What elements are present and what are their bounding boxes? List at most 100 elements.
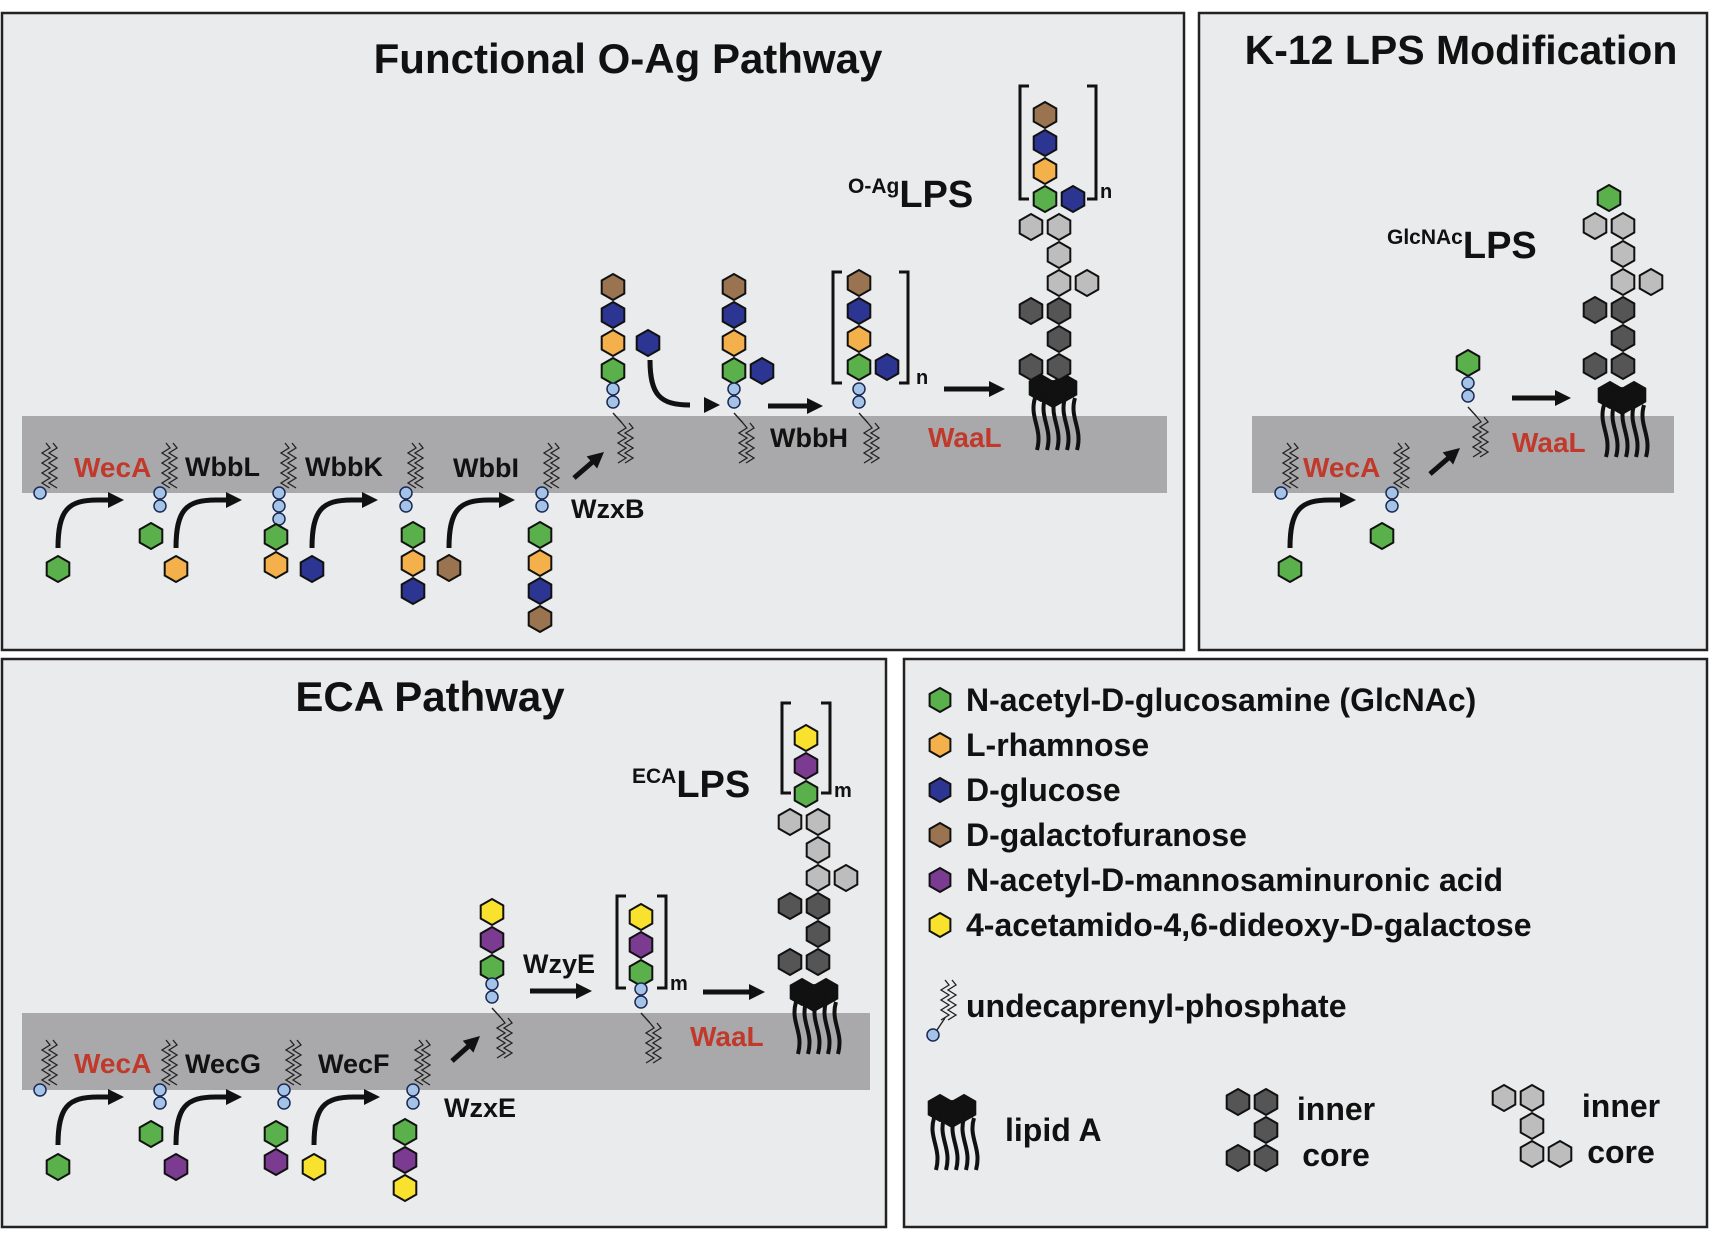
oag-intermediate-2-glcnac <box>263 522 289 552</box>
oag-intermediate-glcnac <box>138 521 164 551</box>
legend-inner-core-icon <box>1225 1143 1251 1173</box>
eca-core-inner-core <box>777 947 803 977</box>
oag-carrier-4-tail-a <box>406 442 418 489</box>
eca-flipped-mannac <box>479 925 505 955</box>
oag-lipid-a-tail <box>1051 397 1061 451</box>
eca-product-label: ECALPS <box>632 764 750 806</box>
oag-arrow-glucose <box>647 359 691 408</box>
oag-enzyme-waal: WaaL <box>928 422 1002 453</box>
oag-carrier-4-phosphate <box>399 499 413 513</box>
k12-final-glcnac <box>1596 183 1622 213</box>
eca-final-bracket-left <box>780 701 791 795</box>
oag-enzyme-weca: WecA <box>74 452 151 483</box>
eca-core-inner-core <box>777 891 803 921</box>
eca-substrate-fuc4nac <box>301 1152 327 1182</box>
eca-polymer-carrier-tail-b <box>651 1022 663 1064</box>
eca-carrier-4-tail-b <box>420 1039 432 1086</box>
oag-substrate-galactofuranose <box>436 553 462 583</box>
k12-carrier-2-tail-a <box>1392 442 1404 489</box>
oag-carrier-5-phosphate <box>535 499 549 513</box>
eca-intermediate-2-glcnac <box>263 1119 289 1149</box>
oag-carrier-2-phosphate <box>153 486 167 500</box>
eca-flipped-carrier-link <box>491 1007 502 1019</box>
oag-unit-branch-glucose <box>749 356 775 386</box>
legend-swatch-4 <box>928 821 952 849</box>
eca-substrate-mannac <box>163 1152 189 1182</box>
eca-arrow-3 <box>311 1094 364 1146</box>
eca-arrow-ligate-head <box>749 984 765 1000</box>
oag-arrow-3-head <box>362 492 378 508</box>
eca-intermediate-2-mannac <box>263 1147 289 1177</box>
oag-carrier-4-tail-b <box>413 442 425 489</box>
oag-final-unit-glucose <box>1032 128 1058 158</box>
oag-enzyme-wbbl: WbbL <box>185 452 260 482</box>
oag-substrate-rhamnose <box>163 554 189 584</box>
eca-enzyme-weca: WecA <box>74 1048 151 1079</box>
oag-arrow-3 <box>309 497 362 549</box>
oag-unit-carrier-phosphate <box>727 382 741 396</box>
oag-polymer-carrier-tail-b <box>869 422 881 464</box>
oag-polymer-bracket-right <box>899 270 910 385</box>
oag-unit-glucose <box>721 300 747 330</box>
oag-repeat-n-2: n <box>1100 181 1112 203</box>
eca-polymer-bracket-left <box>615 894 626 990</box>
oag-carrier-5-phosphate <box>535 486 549 500</box>
eca-intermediate-3-glcnac <box>392 1117 418 1147</box>
eca-arrow-1-head <box>108 1089 124 1105</box>
oag-carrier-4-phosphate <box>399 486 413 500</box>
oag-carrier-3-tail-a <box>279 442 291 489</box>
oag-arrow-2-head <box>226 492 242 508</box>
oag-arrow-1 <box>55 497 108 549</box>
legend-lipid-a-icon-tail <box>970 1117 980 1171</box>
oag-intermediate-4-glcnac <box>527 520 553 550</box>
legend-inner-core-icon <box>1253 1115 1279 1145</box>
eca-enzyme-wzxe: WzxE <box>444 1093 516 1123</box>
oag-flipped-carrier-link <box>612 412 623 424</box>
eca-flipped-carrier-phosphate <box>485 977 499 991</box>
oag-unit-rhamnose <box>721 328 747 358</box>
legend-label-inner-core-b-2: core <box>1587 1134 1655 1170</box>
k12-flipped-carrier-phosphate <box>1461 389 1475 403</box>
oag-polymer-branch-glucose <box>874 352 900 382</box>
oag-intermediate-3-rhamnose <box>400 548 426 578</box>
legend-label-glucose: D-glucose <box>966 772 1121 808</box>
oag-product-label: O-AgLPS <box>848 174 973 216</box>
oag-flipped-carrier-tail-a <box>616 422 628 464</box>
oag-free-glucose <box>635 328 661 358</box>
legend-label-inner-core-b-1: inner <box>1582 1088 1660 1124</box>
oag-flipped-carrier-phosphate <box>606 382 620 396</box>
eca-carrier-3-phosphate <box>277 1096 291 1110</box>
eca-enzyme-wecf: WecF <box>318 1049 390 1079</box>
eca-polymer-carrier-phosphate <box>634 982 648 996</box>
oag-arrow-4-head <box>499 492 515 508</box>
eca-core-inner-core <box>805 891 831 921</box>
k12-carrier-2-tail-b <box>1399 442 1411 489</box>
oag-core-outer-core <box>1074 268 1100 298</box>
legend-label-glcnac: N-acetyl-D-glucosamine (GlcNAc) <box>966 682 1476 718</box>
k12-lipid-a-tail <box>1640 404 1650 458</box>
eca-core-outer-core <box>777 807 803 837</box>
oag-enzyme-wbbh: WbbH <box>770 423 848 453</box>
oag-enzyme-wbbi: WbbI <box>453 453 519 483</box>
eca-repeat-m-2: m <box>834 780 852 802</box>
oag-carrier-3-phosphate <box>272 512 286 526</box>
oag-core-inner-core <box>1046 352 1072 382</box>
oag-carrier-3-tail-b <box>286 442 298 489</box>
eca-carrier-3-tail-b <box>291 1039 303 1086</box>
legend-label-fuc4nac: 4-acetamido-4,6-dideoxy-D-galactose <box>966 907 1532 943</box>
eca-flipped-carrier-tail-b <box>502 1017 514 1059</box>
k12-arrow-1 <box>1287 497 1340 549</box>
eca-flipped-glcnac <box>479 953 505 983</box>
eca-polymer-glcnac <box>628 958 654 988</box>
eca-arrow-3-head <box>364 1089 380 1105</box>
legend-label-lipid-a: lipid A <box>1005 1112 1102 1148</box>
legend-carrier-tail-b <box>946 979 958 1021</box>
diagram-glyphs <box>33 84 1664 1203</box>
k12-core-outer-core <box>1610 211 1636 241</box>
eca-core-outer-core <box>833 863 859 893</box>
legend-label-inner-core-1: inner <box>1297 1091 1375 1127</box>
k12-core-inner-core <box>1610 295 1636 325</box>
eca-repeat-m-1: m <box>670 973 688 995</box>
oag-final-unit-galactofuranose <box>1032 100 1058 130</box>
eca-polymer-bracket-right <box>657 894 668 990</box>
